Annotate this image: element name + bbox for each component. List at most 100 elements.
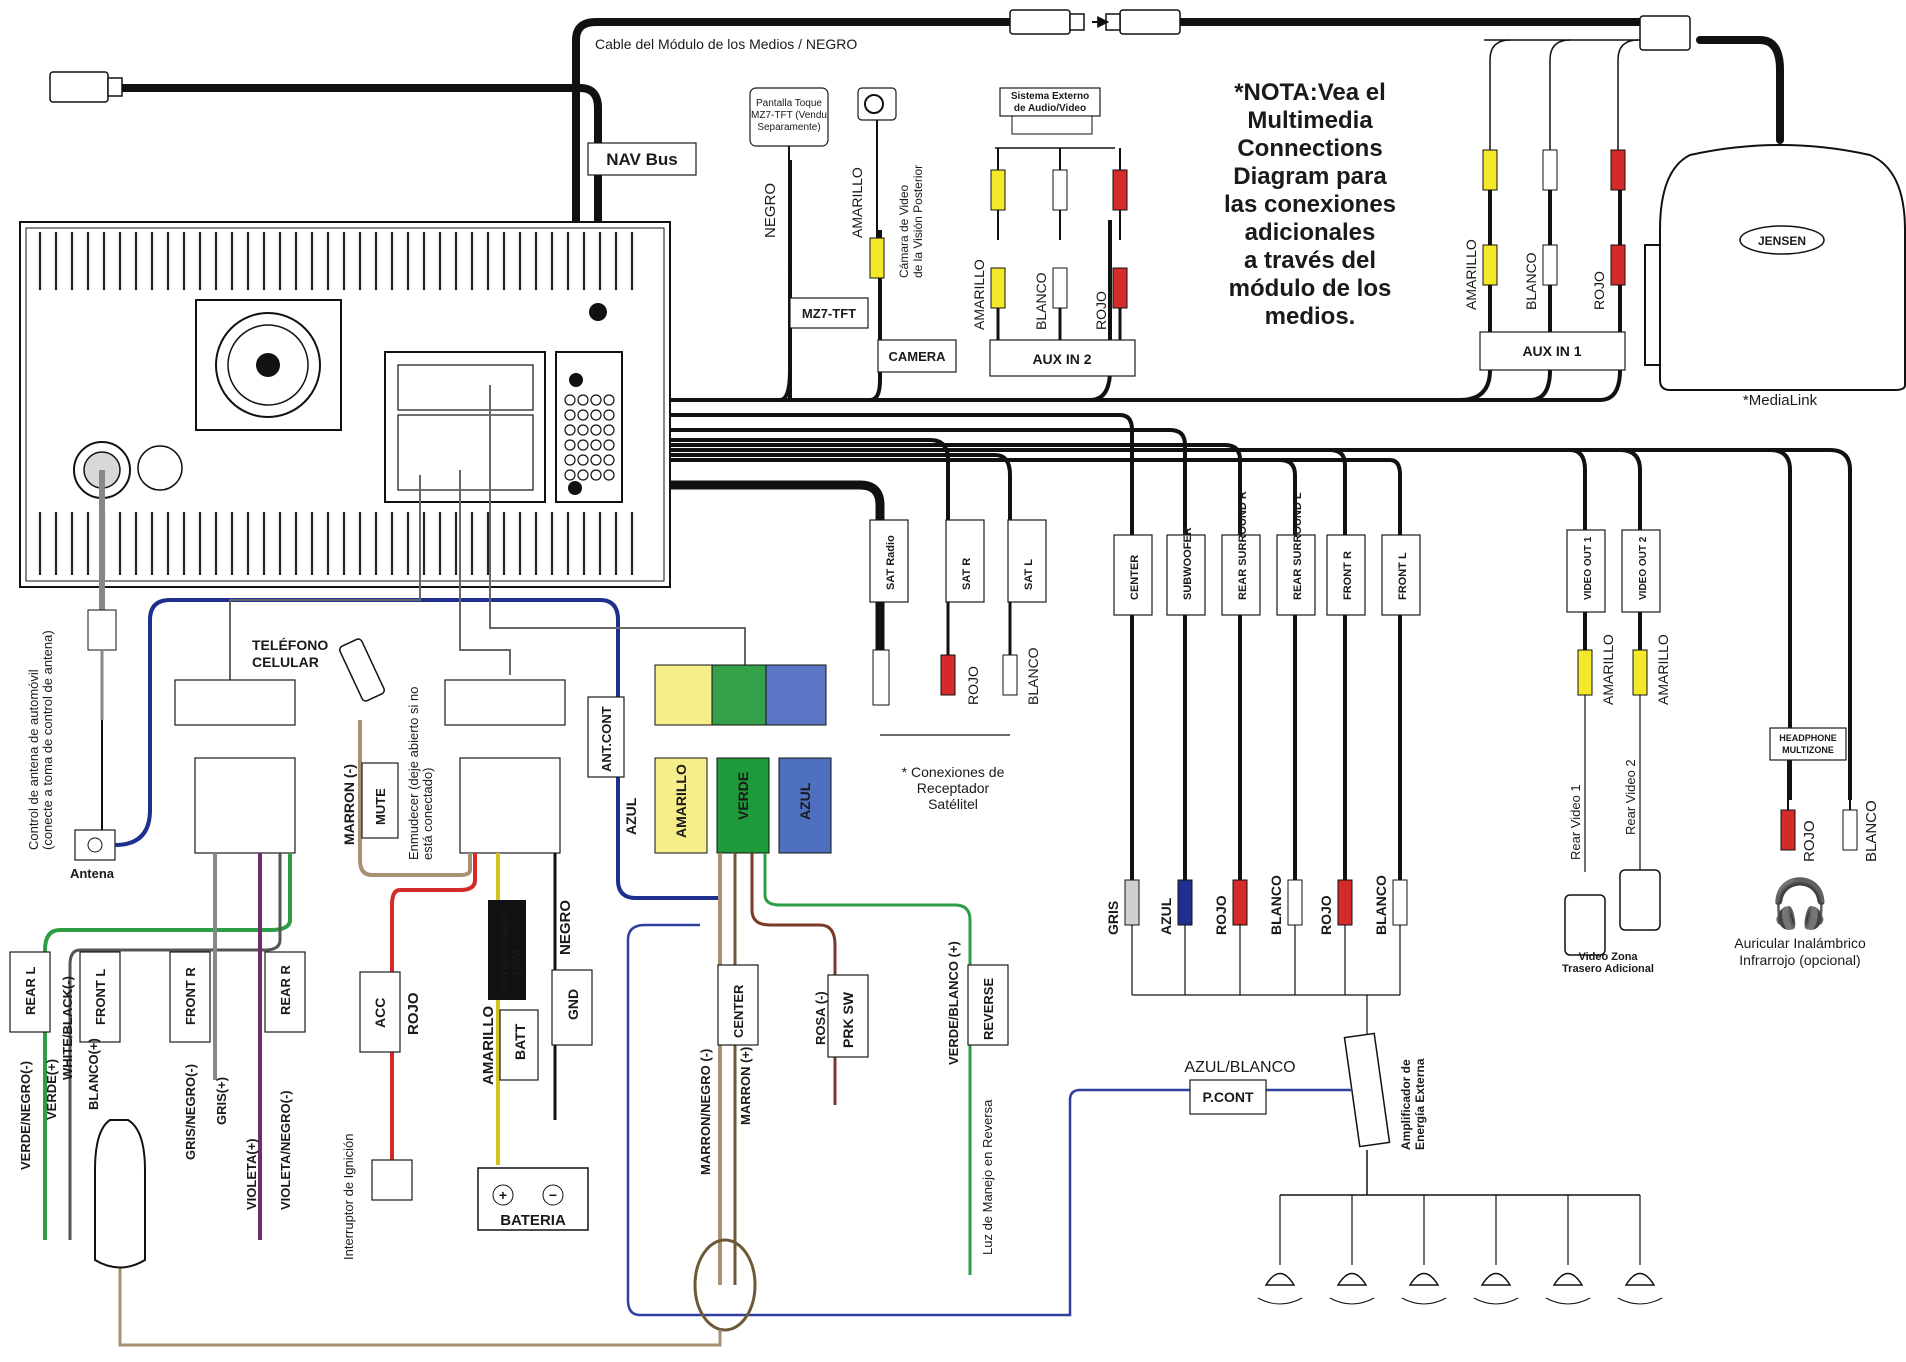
svg-text:BLANCO: BLANCO — [1863, 800, 1880, 862]
label: VIDEO OUT 2 — [1638, 536, 1649, 600]
note-line: módulo de los — [1229, 275, 1392, 302]
note-line: las conexiones — [1224, 191, 1396, 218]
svg-text:REVERSE: REVERSE — [981, 978, 996, 1040]
preout-box — [1326, 534, 1366, 616]
svg-text:GND: GND — [565, 989, 581, 1020]
label: SAT R — [961, 558, 973, 590]
svg-text:CELULAR: CELULAR — [252, 654, 319, 670]
rca-plug — [1610, 149, 1626, 191]
label: GRIS — [1105, 901, 1121, 935]
svg-text:NEGRO: NEGRO — [557, 900, 574, 955]
svg-text:ROSA (-): ROSA (-) — [813, 991, 828, 1045]
svg-text:Amplificador de: Amplificador de — [1399, 1059, 1413, 1150]
svg-text:ACC: ACC — [372, 998, 388, 1028]
touch-screen: Pantalla Toque MZ7-TFT (Vendu Separament… — [749, 87, 869, 329]
cell-phone: TELÉFONO CELULAR — [252, 637, 385, 702]
video-out-box — [1621, 529, 1661, 613]
sat-plug — [872, 649, 890, 706]
note-line: medios. — [1265, 303, 1356, 330]
top-cable-label: Cable del Módulo de los Medios / NEGRO — [595, 36, 857, 52]
svg-text:BATERIA: BATERIA — [500, 1212, 566, 1229]
sat-plug — [1002, 654, 1018, 696]
label: REAR SURROUND R — [1237, 491, 1249, 600]
rca-plug — [1052, 169, 1068, 211]
rca-plug — [1392, 879, 1408, 926]
note-line: Multimedia — [1247, 107, 1373, 134]
label: VIDEO OUT 1 — [1583, 536, 1594, 600]
svg-text:ANT.CONT: ANT.CONT — [599, 706, 614, 772]
speaker-icon — [1336, 1272, 1368, 1286]
svg-text:MARRON (-): MARRON (-) — [341, 764, 357, 845]
car-icon — [94, 1119, 146, 1269]
svg-text:Interruptor de Ignición: Interruptor de Ignición — [341, 1134, 356, 1260]
svg-text:Auricular Inalámbrico: Auricular Inalámbrico — [1734, 935, 1866, 951]
svg-text:Pantalla Toque: Pantalla Toque — [756, 98, 822, 109]
head-unit — [19, 221, 671, 588]
speaker-icon — [1624, 1272, 1656, 1286]
antenna: Antena Control de antena de automóvil (c… — [26, 470, 720, 900]
color-connectors: AMARILLO VERDE AZUL — [654, 664, 832, 854]
svg-text:VERDE/BLANCO (+): VERDE/BLANCO (+) — [946, 941, 961, 1065]
rca-plug — [1482, 244, 1498, 286]
lower-wires: CENTER MARRON/NEGRO (-) MARRON (+) PRK S… — [118, 853, 1009, 1347]
rca-plug — [1287, 879, 1303, 926]
svg-text:HEADPHONE: HEADPHONE — [1779, 733, 1837, 743]
svg-text:GRIS(+): GRIS(+) — [214, 1077, 229, 1125]
svg-text:Control de antena de automóvil: Control de antena de automóvil — [26, 669, 41, 850]
svg-text:Antena: Antena — [70, 866, 115, 881]
rca-plug — [1232, 879, 1248, 926]
label: FRONT R — [1342, 551, 1354, 600]
svg-text:Separamente): Separamente) — [757, 122, 820, 133]
svg-text:FRONT R: FRONT R — [183, 967, 198, 1025]
svg-text:REAR R: REAR R — [278, 965, 293, 1015]
note-line: adicionales — [1245, 219, 1376, 246]
rca-plug — [1577, 649, 1593, 696]
label: ROJO — [1093, 291, 1109, 330]
svg-text:Luz de Manejo en Reversa: Luz de Manejo en Reversa — [980, 1099, 995, 1255]
note-line: *NOTA:Vea el — [1234, 79, 1386, 106]
label: BLANCO — [1373, 875, 1389, 935]
svg-text:(conecte a toma de control de: (conecte a toma de control de antena) — [40, 630, 55, 850]
label: SUBWOOFER — [1182, 527, 1194, 600]
top-cable-plugs — [49, 9, 1691, 103]
svg-text:Infrarrojo (opcional): Infrarrojo (opcional) — [1739, 952, 1860, 968]
label: FRONT L — [1397, 552, 1409, 600]
rca-plug — [1482, 149, 1498, 191]
medialink-module: JENSEN *MediaLink — [1644, 144, 1906, 409]
label: AMARILLO — [1655, 634, 1671, 705]
svg-text:AMARILLO: AMARILLO — [849, 167, 865, 238]
svg-text:WHITE/BLACK(-): WHITE/BLACK(-) — [60, 976, 75, 1080]
svg-text:Energía Externa: Energía Externa — [1413, 1058, 1427, 1150]
sat-box — [1007, 519, 1047, 603]
label: ROJO — [1591, 271, 1607, 310]
svg-text:de la Visión Posterior: de la Visión Posterior — [911, 165, 925, 278]
sat-box — [869, 519, 909, 603]
svg-text:+: + — [499, 1187, 507, 1203]
svg-text:TELÉFONO: TELÉFONO — [252, 637, 328, 653]
rca-plug — [1112, 169, 1128, 211]
sat-plug — [940, 654, 956, 696]
svg-text:*MediaLink: *MediaLink — [1743, 392, 1818, 409]
label: Trasero Adicional — [1562, 963, 1654, 975]
label: BLANCO — [1025, 647, 1041, 705]
svg-text:ROJO: ROJO — [1801, 820, 1818, 862]
rca-plug — [990, 169, 1006, 211]
sat-box — [945, 519, 985, 603]
power: ACC ROJO Interruptor de Ignición FILTER/… — [341, 853, 593, 1260]
label: Rear Video 1 — [1568, 784, 1583, 860]
svg-text:−: − — [549, 1187, 557, 1203]
rca-plug — [1112, 267, 1128, 309]
ant-cont: ANT.CONT AZUL — [587, 696, 639, 835]
svg-text:AMARILLO: AMARILLO — [673, 764, 689, 838]
svg-text:MUTE: MUTE — [373, 788, 388, 825]
svg-text:VIOLETA(+): VIOLETA(+) — [244, 1138, 259, 1210]
label: ROJO — [1318, 895, 1334, 935]
rca-plug — [1542, 149, 1558, 191]
label: SAT L — [1023, 559, 1035, 590]
svg-text:AUX IN 1: AUX IN 1 — [1522, 343, 1581, 359]
label: Rear Video 2 — [1623, 759, 1638, 835]
svg-text:BATT: BATT — [512, 1023, 528, 1060]
